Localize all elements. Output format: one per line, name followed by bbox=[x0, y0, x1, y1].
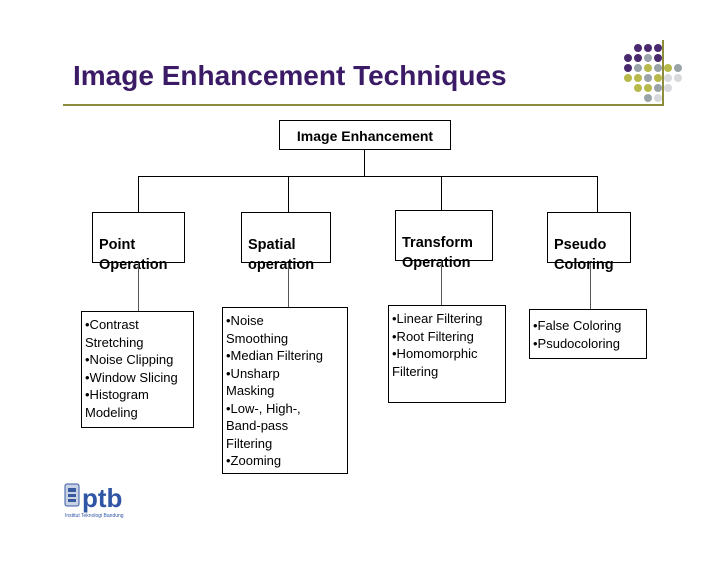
connector bbox=[597, 176, 598, 212]
dot bbox=[644, 74, 652, 82]
dot bbox=[674, 74, 682, 82]
list-item: •Noise Smoothing bbox=[226, 313, 289, 346]
title-underline bbox=[63, 104, 663, 106]
dot bbox=[634, 74, 642, 82]
page-title: Image Enhancement Techniques bbox=[73, 60, 507, 91]
dot bbox=[654, 44, 662, 52]
dot bbox=[654, 84, 662, 92]
connector bbox=[138, 176, 598, 177]
list-item: •Median Filtering bbox=[226, 348, 324, 363]
dot bbox=[634, 44, 642, 52]
category-node-pseudo: Pseudo Coloring bbox=[547, 212, 631, 273]
dot bbox=[674, 64, 682, 72]
detail-box-pseudo: •False Coloring •Psudocoloring bbox=[529, 309, 647, 359]
list-item: •Unsharp Masking bbox=[226, 365, 280, 399]
list-item: •Contrast Stretching bbox=[85, 317, 144, 350]
category-label: Point Operation bbox=[99, 237, 168, 273]
dot bbox=[654, 94, 662, 102]
list-item: •Low-, High-, Band-pass Filtering bbox=[226, 400, 301, 451]
category-label: Spatial operation bbox=[248, 237, 315, 273]
category-label: Pseudo Coloring bbox=[554, 237, 614, 273]
list-item: •Psudocoloring bbox=[533, 335, 620, 351]
dot bbox=[644, 44, 652, 52]
dot bbox=[644, 54, 652, 62]
dot bbox=[644, 84, 652, 92]
logo-wordmark: ptb bbox=[82, 483, 122, 513]
dot bbox=[664, 64, 672, 72]
list-item: •Window Slicing bbox=[85, 369, 178, 385]
dot bbox=[654, 64, 662, 72]
detail-box-spatial: •Noise Smoothing •Median Filtering •Unsh… bbox=[222, 307, 348, 474]
connector bbox=[138, 176, 139, 212]
list-item: •Histogram Modeling bbox=[85, 387, 149, 420]
root-node: Image Enhancement bbox=[279, 120, 451, 150]
connector bbox=[590, 263, 591, 309]
dot bbox=[644, 94, 652, 102]
detail-box-point: •Contrast Stretching •Noise Clipping •Wi… bbox=[81, 311, 194, 428]
itb-logo: ptb Institut Teknologi Bandung bbox=[64, 480, 144, 520]
dot bbox=[654, 74, 662, 82]
dot bbox=[624, 74, 632, 82]
connector bbox=[288, 176, 289, 212]
connector bbox=[138, 263, 139, 311]
detail-box-transform: •Linear Filtering •Root Filtering •Homom… bbox=[388, 305, 506, 403]
category-node-transform: Transform Operation bbox=[395, 210, 493, 271]
dot bbox=[624, 64, 632, 72]
logo-caption: Institut Teknologi Bandung bbox=[65, 513, 124, 519]
dot bbox=[664, 74, 672, 82]
list-item: •Root Filtering bbox=[392, 328, 474, 344]
category-node-spatial: Spatial operation bbox=[241, 212, 331, 273]
dot bbox=[644, 64, 652, 72]
root-node-label: Image Enhancement bbox=[296, 128, 434, 144]
dot bbox=[634, 64, 642, 72]
dot bbox=[654, 54, 662, 62]
dot bbox=[664, 84, 672, 92]
connector bbox=[441, 261, 442, 305]
dot bbox=[624, 54, 632, 62]
category-node-point: Point Operation bbox=[92, 212, 185, 273]
dot bbox=[634, 84, 642, 92]
itb-logo-icon: ptb Institut Teknologi Bandung bbox=[64, 483, 124, 519]
connector bbox=[441, 176, 442, 210]
category-label: Transform Operation bbox=[402, 235, 473, 271]
list-item: •Zooming bbox=[226, 453, 282, 468]
connector bbox=[364, 150, 365, 176]
title-vertical-rule bbox=[662, 40, 664, 106]
connector bbox=[288, 263, 289, 307]
list-item: •False Coloring bbox=[533, 318, 622, 333]
list-item: •Linear Filtering bbox=[392, 311, 483, 326]
list-item: •Homomorphic Filtering bbox=[392, 346, 478, 379]
dot bbox=[634, 54, 642, 62]
list-item: •Noise Clipping bbox=[85, 352, 174, 367]
